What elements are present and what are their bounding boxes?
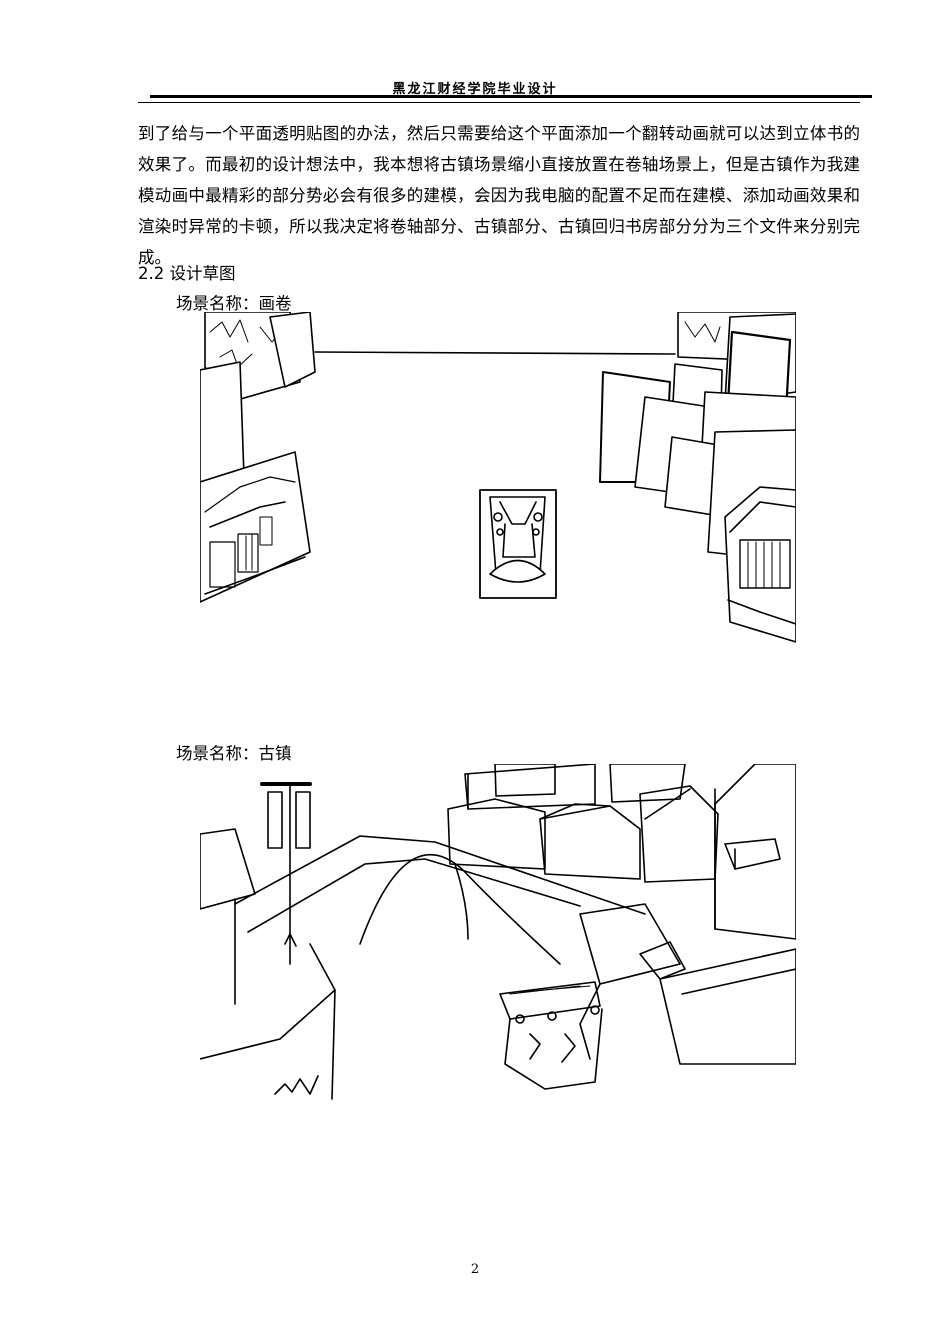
document-header: 黑龙江财经学院毕业设计 (392, 82, 558, 97)
figure-caption-ancient-town: 场景名称：古镇 (176, 744, 292, 763)
body-text: 到了给与一个平面透明贴图的办法，然后只需要给这个平面添加一个翻转动画就可以达到立… (138, 118, 860, 273)
body-paragraph: 到了给与一个平面透明贴图的办法，然后只需要给这个平面添加一个翻转动画就可以达到立… (138, 124, 860, 267)
header-rule-thick (150, 95, 872, 98)
section-heading: 2.2 设计草图 (138, 264, 236, 283)
page-number: 2 (470, 1262, 480, 1277)
header-rule-thin (138, 102, 860, 103)
figure-caption-scroll: 场景名称：画卷 (176, 294, 292, 313)
scroll-scene-sketch (200, 312, 796, 648)
ancient-town-scene-sketch (200, 764, 796, 1100)
